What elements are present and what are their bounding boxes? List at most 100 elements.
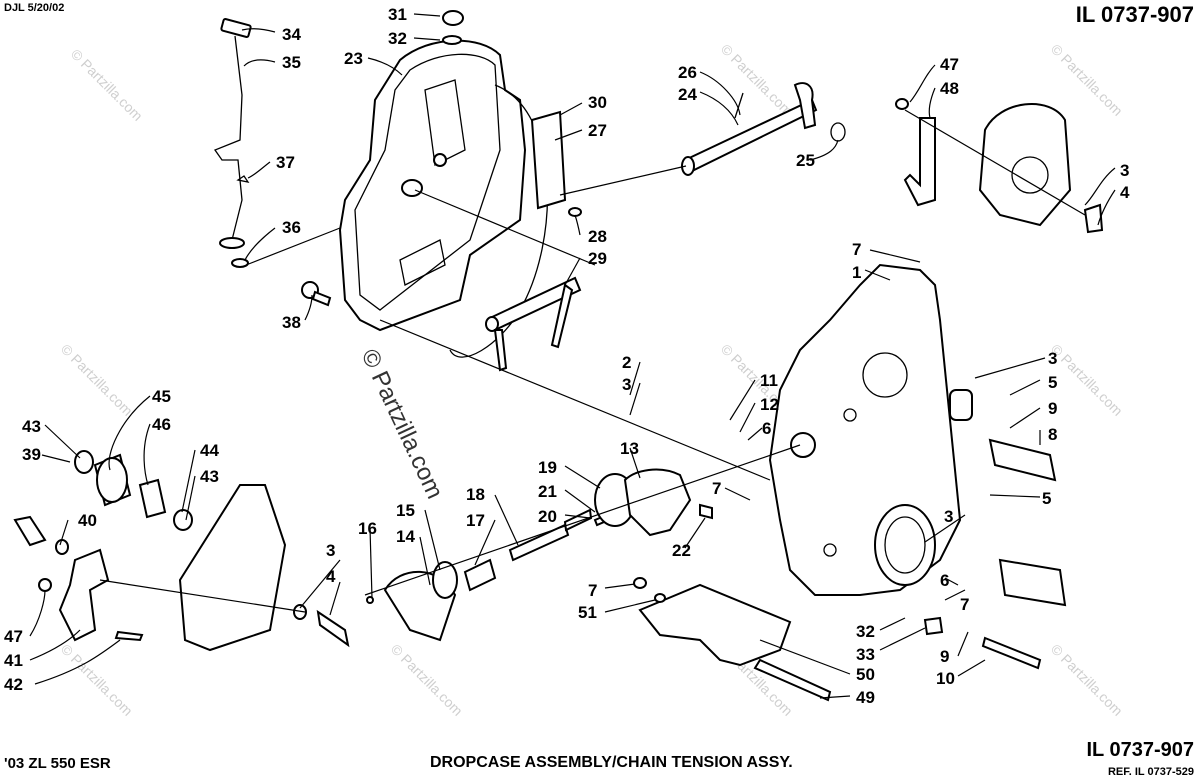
callout-label: 34 (282, 25, 301, 44)
callout-label: 25 (796, 151, 815, 170)
dipstick-part (213, 18, 252, 268)
callout-label: 41 (4, 651, 23, 670)
callout-label: 2 (622, 353, 631, 372)
callout-label: 20 (538, 507, 557, 526)
callout-label: 7 (588, 581, 597, 600)
mounting-plate-part (638, 583, 792, 667)
callout-label: 49 (856, 688, 875, 707)
shift-shaft-part (681, 82, 846, 176)
footer-reference: REF. IL 0737-529 (1107, 766, 1194, 778)
callout-label: 6 (940, 571, 949, 590)
callout-label: 31 (388, 5, 407, 24)
watermark-small: © Partzilla.com (1048, 41, 1126, 119)
chain-tensioner-part (485, 276, 582, 372)
watermark-small: © Partzilla.com (68, 46, 146, 124)
side-cover-part (178, 484, 287, 652)
bolt-4-part (316, 609, 350, 648)
callout-label: 37 (276, 153, 295, 172)
callout-label: 22 (672, 541, 691, 560)
callout-labels: 34 35 37 36 31 32 23 26 24 30 27 25 28 2… (4, 5, 1130, 707)
inspection-plate-part (530, 110, 567, 210)
screw-part (568, 207, 582, 217)
callout-label: 30 (588, 93, 607, 112)
callout-label: 7 (712, 479, 721, 498)
seal-15-part (432, 561, 458, 599)
callout-label: 4 (1120, 183, 1130, 202)
idler-assembly-part (13, 450, 193, 642)
watermark-small: © Partzilla.com (1048, 641, 1126, 719)
fitting-33-part (923, 616, 944, 636)
watermark-small: © Partzilla.com (718, 41, 796, 119)
callout-label: 3 (1048, 349, 1057, 368)
callout-label: 39 (22, 445, 41, 464)
tensioner-body-13-part (623, 468, 692, 537)
callout-label: 26 (678, 63, 697, 82)
callout-label: 44 (200, 441, 219, 460)
callout-label: 18 (466, 485, 485, 504)
callout-label: 14 (396, 527, 415, 546)
callout-label: 50 (856, 665, 875, 684)
callout-label: 33 (856, 645, 875, 664)
callout-label: 16 (358, 519, 377, 538)
callout-label: 9 (940, 647, 949, 666)
callout-label: 28 (588, 227, 607, 246)
callout-label: 23 (344, 49, 363, 68)
callout-label: 46 (152, 415, 171, 434)
callout-label: 40 (78, 511, 97, 530)
bolt-38-part (301, 281, 332, 307)
callout-label: 42 (4, 675, 23, 694)
callout-label: 43 (200, 467, 219, 486)
plug-part (442, 10, 464, 26)
watermark-small: © Partzilla.com (58, 341, 136, 419)
callout-label: 32 (388, 29, 407, 48)
callout-label: 43 (22, 417, 41, 436)
callout-label: 3 (326, 541, 335, 560)
spring-20-part (563, 508, 593, 532)
header-code: DJL 5/20/02 (4, 2, 65, 14)
callout-label: 10 (936, 669, 955, 688)
callout-label: 27 (588, 121, 607, 140)
callout-label: 15 (396, 501, 415, 520)
callout-label: 48 (940, 79, 959, 98)
callout-label: 29 (588, 249, 607, 268)
callout-label: 6 (762, 419, 771, 438)
nut-7-part (633, 577, 647, 589)
callout-label: 7 (960, 595, 969, 614)
dropcase-housing-part (768, 263, 1067, 607)
bolt-10-part (981, 636, 1042, 670)
callout-label: 7 (852, 240, 861, 259)
callout-label: 1 (852, 263, 861, 282)
callout-label: 9 (1048, 399, 1057, 418)
callout-label: 47 (4, 627, 23, 646)
callout-label: 8 (1048, 425, 1057, 444)
screw-16-part (366, 596, 374, 604)
spring-18-part (508, 523, 570, 562)
watermark-small: © Partzilla.com (1048, 341, 1126, 419)
bracket-48-part (895, 98, 936, 207)
callout-label: 24 (678, 85, 697, 104)
callout-label: 5 (1048, 373, 1057, 392)
header-illustration-number: IL 0737-907 (1075, 2, 1194, 27)
callout-label: 19 (538, 458, 557, 477)
callout-label: 5 (1042, 489, 1051, 508)
washer-51-part (654, 593, 666, 603)
washer-part (442, 35, 462, 45)
callout-label: 38 (282, 313, 301, 332)
callout-label: 21 (538, 482, 557, 501)
callout-label: 47 (940, 55, 959, 74)
callout-label: 12 (760, 395, 779, 414)
washer-3-part (293, 604, 307, 620)
callout-label: 45 (152, 387, 171, 406)
sprocket-housing-part (978, 103, 1104, 234)
bolt-49-part (753, 658, 832, 702)
footer-title: DROPCASE ASSEMBLY/CHAIN TENSION ASSY. (430, 754, 793, 771)
callout-label: 13 (620, 439, 639, 458)
callout-label: 36 (282, 218, 301, 237)
callout-label: 35 (282, 53, 301, 72)
watermark-small: © Partzilla.com (58, 641, 136, 719)
footer-illustration-number: IL 0737-907 (1086, 739, 1195, 761)
callout-label: 51 (578, 603, 597, 622)
callout-label: 3 (944, 507, 953, 526)
callout-label: 11 (760, 371, 778, 390)
